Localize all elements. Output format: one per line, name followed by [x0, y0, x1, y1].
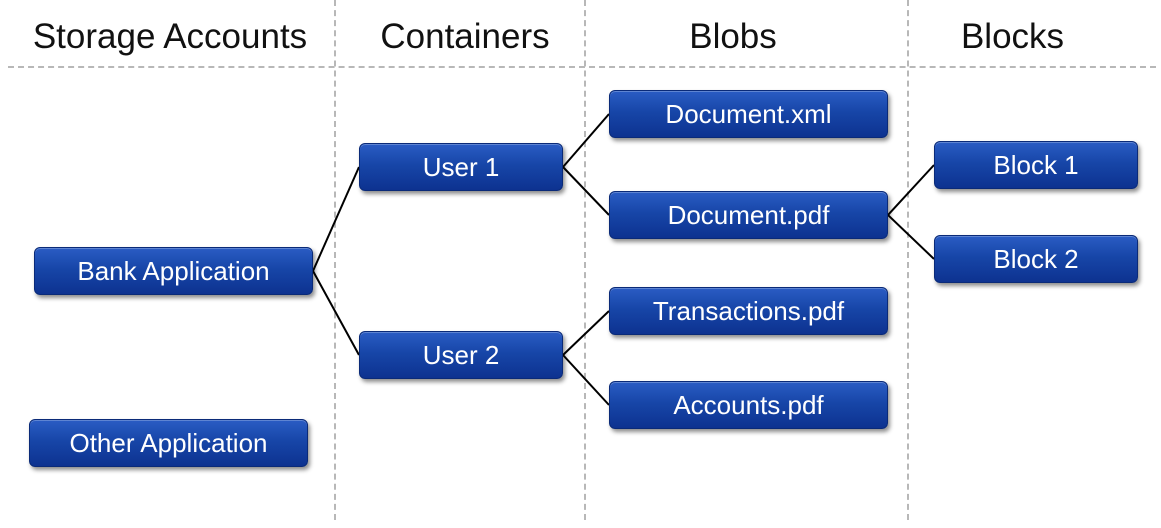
header-blocks: Blocks [960, 17, 1065, 56]
header-divider [8, 66, 1156, 68]
column-divider-1 [334, 0, 336, 520]
connector-user1-documentpdf [562, 166, 610, 216]
connector-bank-user2 [312, 270, 360, 356]
block-1[interactable]: Block 1 [934, 141, 1138, 189]
connector-user2-transactions [562, 310, 610, 356]
blob-transactions-pdf[interactable]: Transactions.pdf [609, 287, 888, 335]
blob-accounts-pdf[interactable]: Accounts.pdf [609, 381, 888, 429]
header-containers: Containers [380, 17, 550, 56]
block-2[interactable]: Block 2 [934, 235, 1138, 283]
connector-documentpdf-block1 [887, 164, 935, 216]
header-storage-accounts: Storage Accounts [32, 17, 308, 56]
blob-document-pdf[interactable]: Document.pdf [609, 191, 888, 239]
storage-account-bank-application[interactable]: Bank Application [34, 247, 313, 295]
container-user-2[interactable]: User 2 [359, 331, 563, 379]
connector-bank-user1 [312, 166, 360, 272]
connector-user2-accounts [562, 354, 610, 406]
container-user-1[interactable]: User 1 [359, 143, 563, 191]
connector-documentpdf-block2 [887, 214, 935, 260]
column-divider-3 [907, 0, 909, 520]
blob-document-xml[interactable]: Document.xml [609, 90, 888, 138]
connector-user1-documentxml [562, 113, 610, 168]
header-blobs: Blobs [689, 17, 777, 56]
storage-account-other-application[interactable]: Other Application [29, 419, 308, 467]
column-divider-2 [584, 0, 586, 520]
